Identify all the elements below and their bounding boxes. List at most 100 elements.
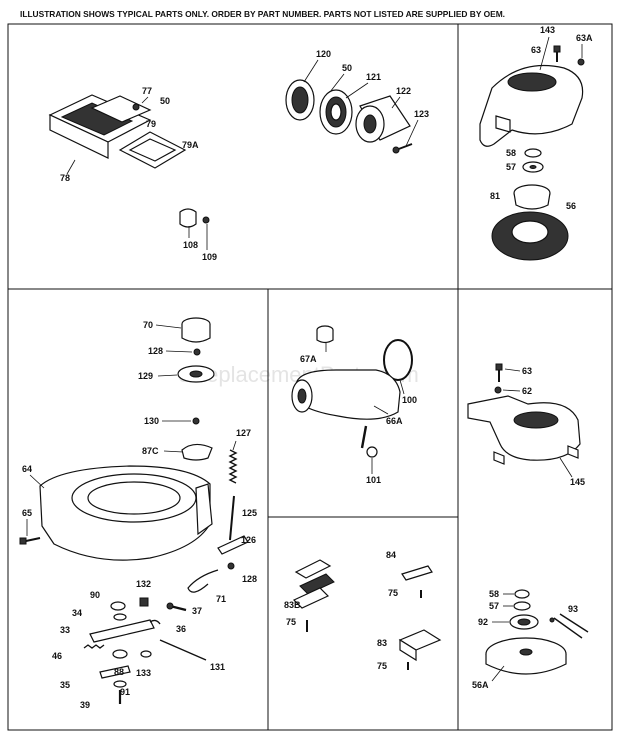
part-126-link xyxy=(217,535,249,555)
part-128-ring-top xyxy=(193,348,201,356)
label-78: 78 xyxy=(60,173,70,183)
part-100-clamp xyxy=(383,339,413,381)
label-126: 126 xyxy=(241,535,256,545)
part-81-cup xyxy=(513,184,551,210)
label-37: 37 xyxy=(192,606,202,616)
label-88: 88 xyxy=(114,667,124,677)
label-75c: 75 xyxy=(377,661,387,671)
part-132-screw xyxy=(139,597,149,607)
part-121-pleated-filter xyxy=(319,89,353,135)
label-121: 121 xyxy=(366,72,381,82)
part-133-collar xyxy=(140,650,152,658)
label-79a: 79A xyxy=(182,140,199,150)
label-101: 101 xyxy=(366,475,381,485)
label-81: 81 xyxy=(490,191,500,201)
label-70: 70 xyxy=(143,320,153,330)
part-122-precleaner xyxy=(355,95,411,143)
part-88-nut xyxy=(112,649,128,659)
label-46: 46 xyxy=(52,651,62,661)
label-131: 131 xyxy=(210,662,225,672)
part-57-washer-top xyxy=(522,161,544,173)
panel-frames xyxy=(7,23,613,731)
part-125-rod xyxy=(229,495,235,541)
label-50a: 50 xyxy=(160,96,170,106)
frame-air-cleaner-top xyxy=(7,23,459,290)
label-71: 71 xyxy=(216,594,226,604)
label-84: 84 xyxy=(386,550,396,560)
part-127-spring xyxy=(228,449,238,484)
label-87c: 87C xyxy=(142,446,159,456)
part-120-cover xyxy=(285,79,315,121)
label-67a: 67A xyxy=(300,354,317,364)
part-71-wire xyxy=(187,569,219,593)
label-122: 122 xyxy=(396,86,411,96)
part-66a-filter-canister xyxy=(291,369,401,420)
label-56: 56 xyxy=(566,201,576,211)
part-83-cover xyxy=(398,629,442,662)
label-132: 132 xyxy=(136,579,151,589)
label-62: 62 xyxy=(522,386,532,396)
label-92: 92 xyxy=(478,617,488,627)
part-145-housing xyxy=(467,395,581,465)
part-57-washer-bottom xyxy=(513,601,531,611)
label-34: 34 xyxy=(72,608,82,618)
part-67a-cap xyxy=(316,325,334,344)
label-63c: 63 xyxy=(522,366,532,376)
label-63b: 63A xyxy=(576,33,593,43)
label-123: 123 xyxy=(414,109,429,119)
label-33: 33 xyxy=(60,625,70,635)
part-129-spool xyxy=(177,365,215,383)
part-70-cap xyxy=(181,317,211,343)
frame-gaskets xyxy=(267,516,459,731)
part-36-clip xyxy=(149,619,161,625)
label-145: 145 xyxy=(570,477,585,487)
part-123-screw xyxy=(392,143,413,154)
label-130: 130 xyxy=(144,416,159,426)
label-63a: 63 xyxy=(531,45,541,55)
part-83b-gasket-set xyxy=(292,559,335,609)
label-66a: 66A xyxy=(386,416,403,426)
part-58-nut-top xyxy=(524,148,542,158)
label-133: 133 xyxy=(136,668,151,678)
part-92-pawl-hub xyxy=(509,614,539,630)
part-75-screws xyxy=(306,590,422,670)
label-108: 108 xyxy=(183,240,198,250)
label-83: 83 xyxy=(377,638,387,648)
part-108-bracket xyxy=(179,208,210,228)
part-63-screw-top xyxy=(553,45,561,62)
label-36: 36 xyxy=(176,624,186,634)
part-79a-gasket xyxy=(118,131,187,169)
part-37-bolt xyxy=(166,602,187,612)
part-56-screen xyxy=(491,211,569,261)
label-57b: 57 xyxy=(489,601,499,611)
label-77: 77 xyxy=(142,86,152,96)
label-39: 39 xyxy=(80,700,90,710)
part-143-housing xyxy=(479,65,584,147)
part-79-element xyxy=(90,95,152,123)
part-87c-plate xyxy=(181,443,213,461)
label-143: 143 xyxy=(540,25,555,35)
label-56a: 56A xyxy=(472,680,489,690)
part-33-lever xyxy=(89,619,155,643)
part-101-fitting xyxy=(360,425,378,458)
label-129: 129 xyxy=(138,371,153,381)
label-93: 93 xyxy=(568,604,578,614)
label-64: 64 xyxy=(22,464,32,474)
label-125: 125 xyxy=(242,508,257,518)
label-58b: 58 xyxy=(489,589,499,599)
label-57a: 57 xyxy=(506,162,516,172)
part-46-spring xyxy=(83,644,105,649)
part-34-washer xyxy=(113,613,127,621)
part-84-gasket xyxy=(401,565,433,581)
part-93-springs xyxy=(549,613,589,639)
part-131-link xyxy=(159,639,207,661)
part-128-ring-bottom xyxy=(227,562,235,570)
diagram-header: ILLUSTRATION SHOWS TYPICAL PARTS ONLY. O… xyxy=(20,9,505,19)
label-35: 35 xyxy=(60,680,70,690)
label-109: 109 xyxy=(202,252,217,262)
part-56a-pulley xyxy=(485,637,567,675)
label-75b: 75 xyxy=(286,617,296,627)
label-128a: 128 xyxy=(148,346,163,356)
label-50b: 50 xyxy=(342,63,352,73)
